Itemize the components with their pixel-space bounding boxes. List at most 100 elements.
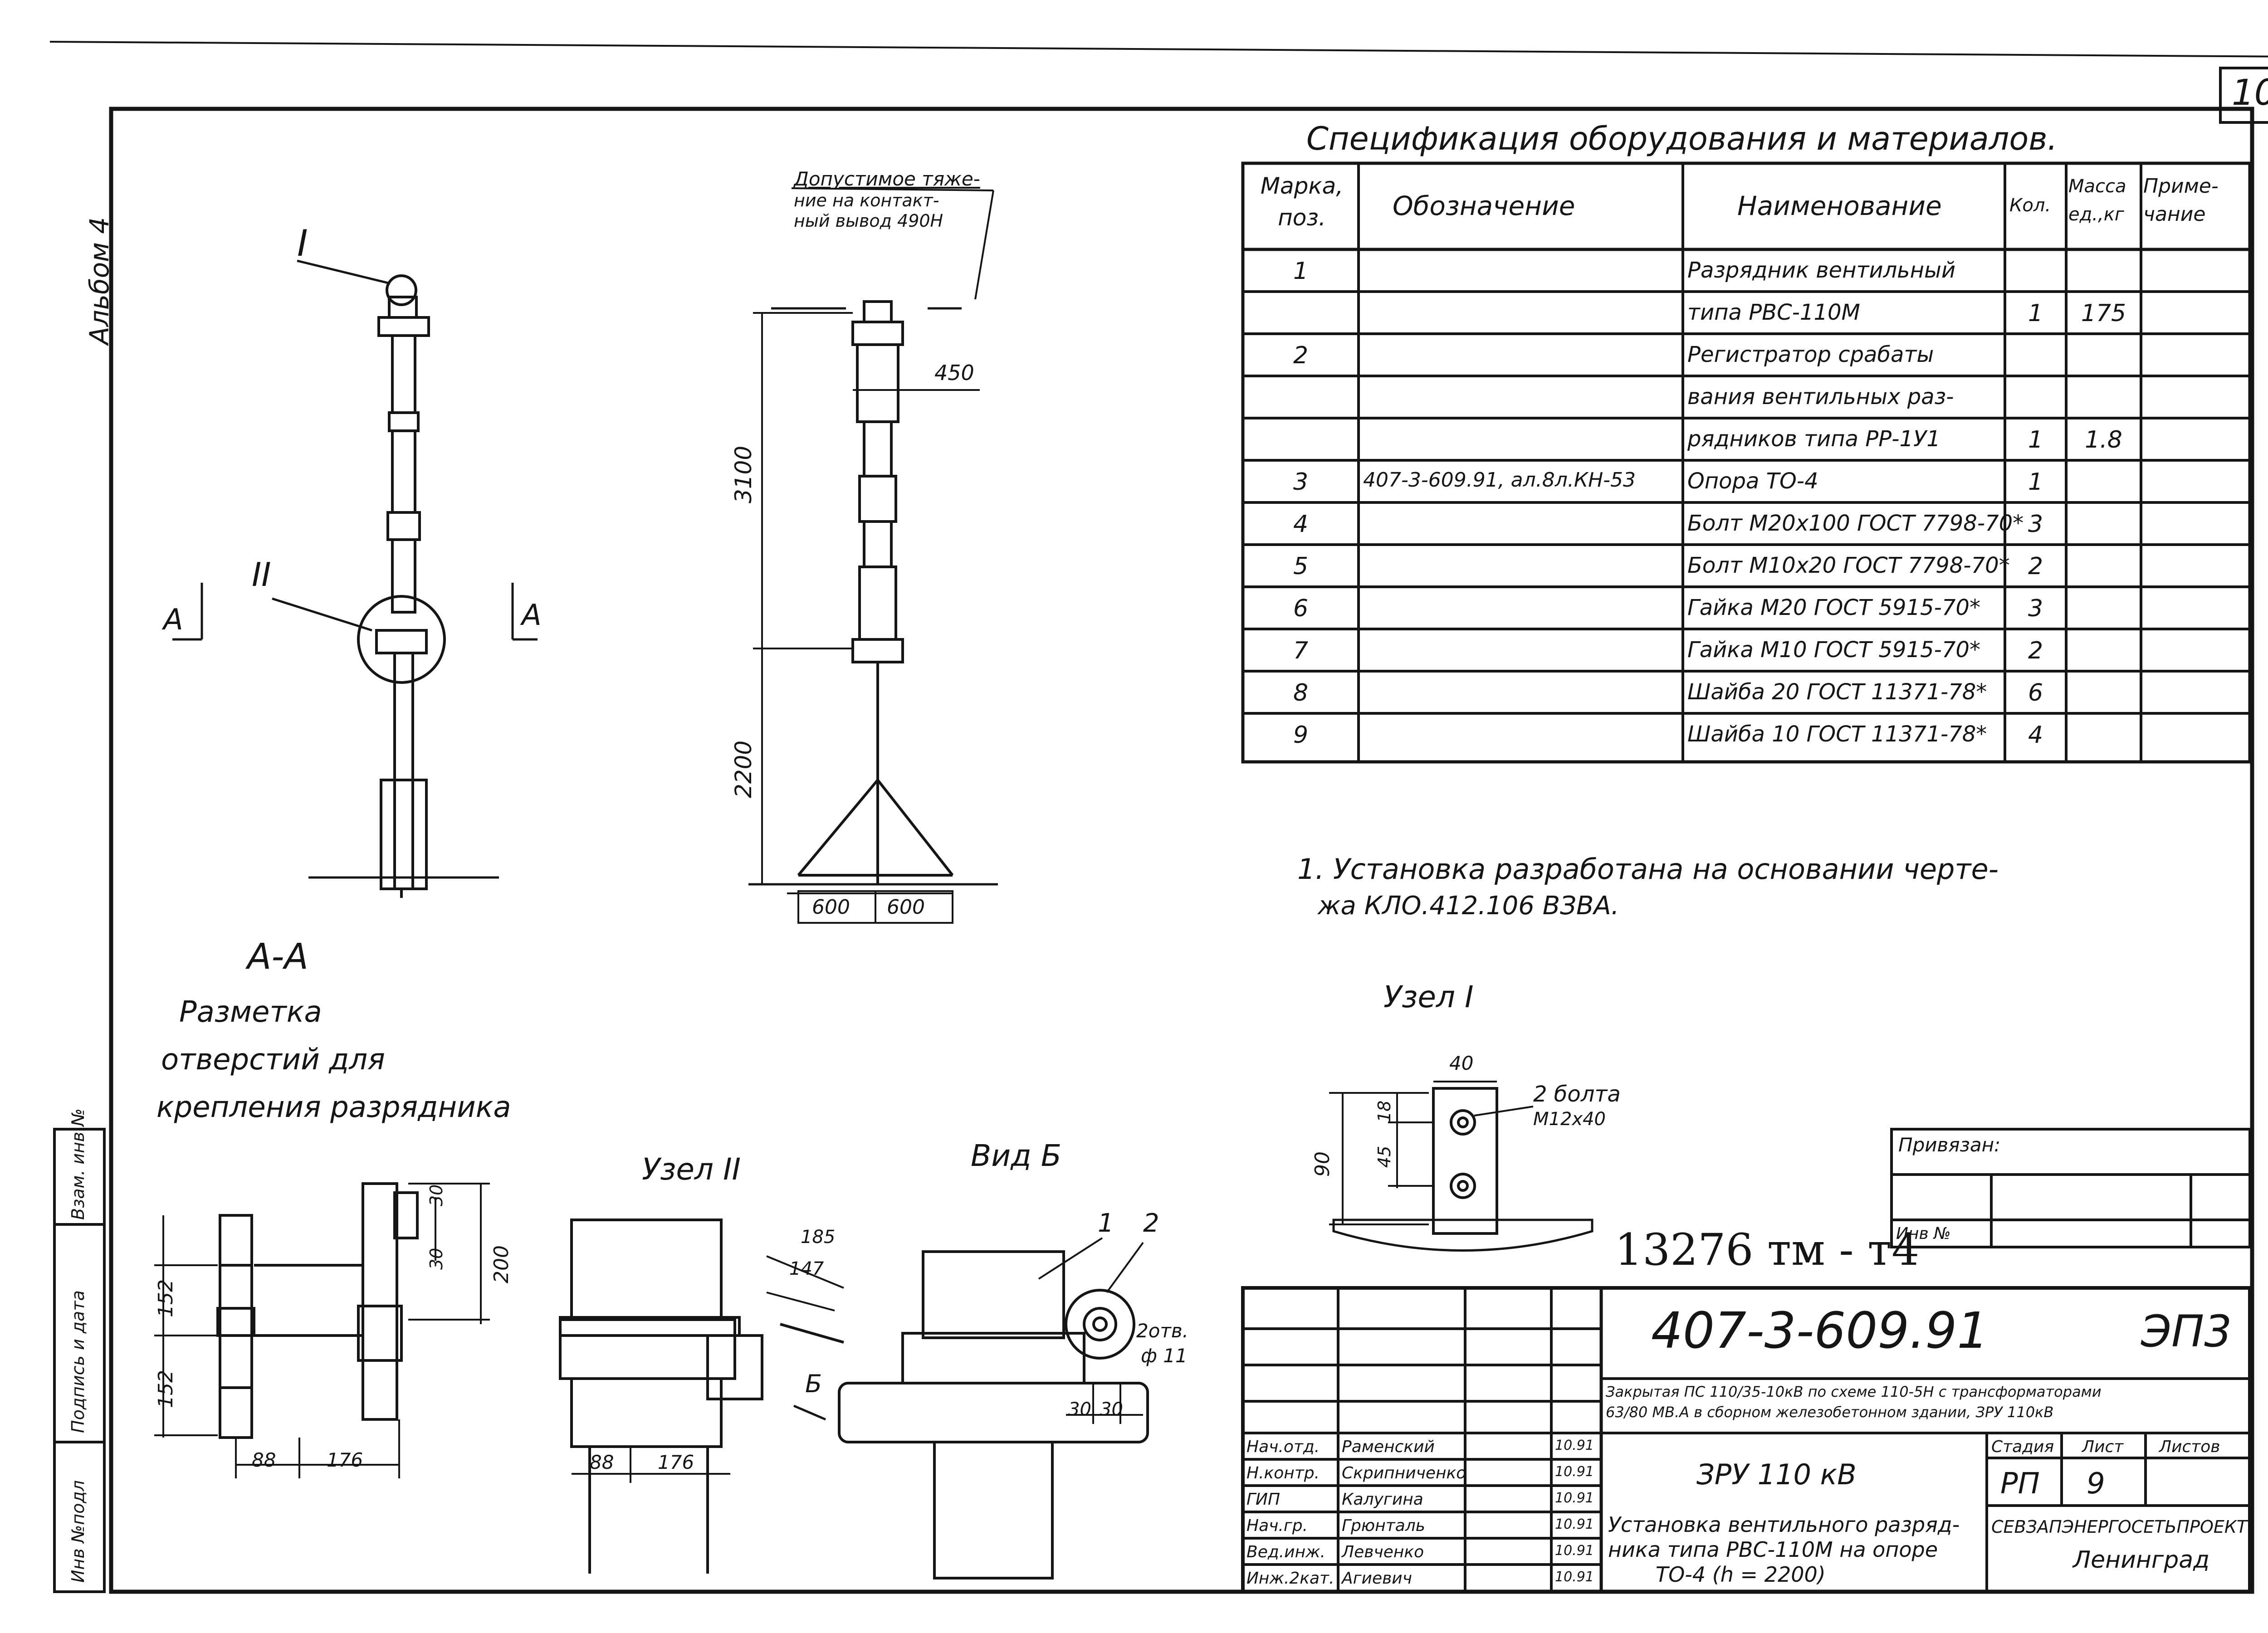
tb-part: ЭП3 [2141, 1306, 2232, 1357]
node-i-dim-18: 18 [1374, 1100, 1394, 1122]
node-ii-title: Узел II [642, 1152, 741, 1187]
privyazan-inv: Инв № [1896, 1224, 1951, 1243]
tb-sheet-hdr: Лист [2082, 1438, 2124, 1456]
node-i-dim-45: 45 [1374, 1146, 1394, 1168]
spec-cell: 1.8 [2085, 426, 2122, 453]
node-i-title: Узел I [1383, 980, 1474, 1014]
tb-code: 407-3-609.91 [1651, 1302, 1989, 1360]
spec-cell: 3 [1293, 468, 1309, 496]
spec-header-name: Наименование [1737, 190, 1942, 221]
spec-cell: 5 [1293, 553, 1309, 580]
callout-node-i: I [297, 222, 308, 264]
spec-cell: 7 [1293, 637, 1309, 664]
spec-cell: Гайка М20 ГОСТ 5915-70* [1687, 595, 1980, 620]
spec-cell: 175 [2081, 300, 2126, 327]
spec-cell: Болт М20х100 ГОСТ 7798-70* [1687, 511, 2024, 536]
spec-cell: 4 [2028, 721, 2043, 749]
spec-cell: Шайба 10 ГОСТ 11371-78* [1687, 721, 1987, 747]
spec-header-qty: Кол. [2009, 195, 2051, 216]
archive-number: 13276 тм - т4 [1615, 1224, 1920, 1275]
signer-role: Нач.гр. [1246, 1516, 1308, 1535]
spec-cell: Регистратор срабаты [1687, 342, 1934, 367]
section-aa-caption-2: отверстий для [161, 1043, 385, 1077]
node-ii-dim-185: 185 [801, 1227, 836, 1248]
signer-role: ГИП [1246, 1490, 1281, 1509]
dim-600-b: 600 [887, 896, 925, 919]
view-b-pos-2: 2 [1143, 1209, 1159, 1238]
spec-cell: Болт М10х20 ГОСТ 7798-70* [1687, 553, 2010, 578]
spec-cell: 9 [1293, 721, 1309, 749]
signer-date: 10.91 [1555, 1438, 1594, 1453]
dim-2200: 2200 [730, 740, 757, 798]
privyazan-label: Привязан: [1898, 1134, 2001, 1156]
dim-3100: 3100 [730, 445, 757, 503]
node-i-dim-90: 90 [1311, 1151, 1334, 1177]
signer-name: Грюнталь [1342, 1516, 1426, 1535]
signer-date: 10.91 [1555, 1490, 1594, 1506]
signer-role: Н.контр. [1246, 1464, 1320, 1482]
node-i-dim-40: 40 [1449, 1052, 1474, 1074]
section-mark-a-right: A [522, 599, 542, 632]
spec-title: Спецификация оборудования и материалов. [1306, 120, 2058, 157]
spec-cell: Разрядник вентильный [1687, 258, 1956, 283]
aa-dim-88: 88 [252, 1449, 276, 1471]
section-aa-caption-3: крепления разрядника [156, 1091, 511, 1124]
tb-sheet-title-2: ника типа РВС-110М на опоре [1608, 1537, 1938, 1562]
spec-cell: 1 [2028, 426, 2043, 453]
dim-600-a: 600 [812, 896, 850, 919]
signer-date: 10.91 [1555, 1569, 1594, 1585]
load-note-line3: ный вывод 490Н [794, 211, 943, 231]
tb-sheets-hdr: Листов [2159, 1438, 2220, 1456]
view-b-pos-1: 1 [1098, 1209, 1114, 1238]
sheet-number: 10 [2232, 73, 2268, 113]
signer-name: Левченко [1342, 1543, 1424, 1561]
tb-org-2: Ленинград [2073, 1546, 2210, 1574]
spec-cell: типа РВС-110М [1687, 300, 1860, 325]
node-i-bolts-1: 2 болта [1533, 1082, 1621, 1107]
spec-cell: Гайка М10 ГОСТ 5915-70* [1687, 637, 1980, 663]
load-note-line1: Допустимое тяже- [794, 168, 980, 190]
spec-cell: 2 [2028, 637, 2043, 664]
load-note-line2: ние на контакт- [794, 190, 939, 210]
spec-cell: 6 [1293, 595, 1309, 622]
signer-role: Вед.инж. [1246, 1543, 1325, 1561]
view-b-title: Вид Б [971, 1138, 1062, 1173]
spec-cell: рядников типа РР-1У1 [1687, 426, 1941, 452]
aa-dim-152-bottom: 152 [154, 1370, 177, 1408]
spec-cell: 8 [1293, 679, 1309, 707]
node-i-bolts-2: М12х40 [1533, 1109, 1606, 1130]
view-b-holes-1: 2отв. [1136, 1320, 1188, 1342]
spec-cell: 3 [2028, 595, 2043, 622]
tb-org-1: СЕВЗАПЭНЕРГОСЕТЬПРОЕКТ [1991, 1517, 2248, 1537]
spec-cell: вания вентильных раз- [1687, 384, 1954, 409]
signer-date: 10.91 [1555, 1543, 1594, 1559]
spec-cell: 1 [1293, 258, 1309, 285]
view-b-holes-2: ф 11 [1141, 1345, 1188, 1367]
spec-cell: Шайба 20 ГОСТ 11371-78* [1687, 679, 1987, 705]
node-ii-arrow-label: Б [805, 1370, 822, 1398]
signer-name: Раменский [1342, 1438, 1435, 1456]
spec-cell: 3 [2028, 511, 2043, 538]
note-line1: 1. Установка разработана на основании че… [1297, 853, 1999, 886]
spec-header-note: Приме- чание [2143, 175, 2219, 226]
tb-project-desc-1: Закрытая ПС 110/35-10кВ по схеме 110-5Н … [1606, 1383, 2102, 1400]
aa-dim-200: 200 [490, 1245, 513, 1283]
spec-cell: 4 [1293, 511, 1309, 538]
tb-object: ЗРУ 110 кВ [1696, 1458, 1857, 1491]
node-ii-dim-176: 176 [658, 1451, 694, 1473]
aa-dim-176: 176 [327, 1449, 363, 1471]
view-b-dim-30a: 30 [1068, 1399, 1091, 1420]
aa-dim-30-a: 30 [426, 1184, 446, 1206]
side-stamp-inv: Инв №подл [68, 1480, 88, 1583]
spec-cell: 1 [2028, 468, 2043, 496]
side-stamp-vzam: Взам. инв.№ [68, 1108, 88, 1220]
signer-name: Калугина [1342, 1490, 1423, 1509]
aa-dim-30-b: 30 [426, 1248, 446, 1270]
aa-dim-152-top: 152 [154, 1279, 177, 1317]
tb-sheet-title-3: ТО-4 (h = 2200) [1656, 1562, 1826, 1587]
tb-project-desc-2: 63/80 МВ.А в сборном железобетонном здан… [1606, 1404, 2054, 1421]
signer-date: 10.91 [1555, 1516, 1594, 1532]
signer-name: Агиевич [1342, 1569, 1412, 1588]
signer-name: Скрипниченко [1342, 1464, 1466, 1482]
